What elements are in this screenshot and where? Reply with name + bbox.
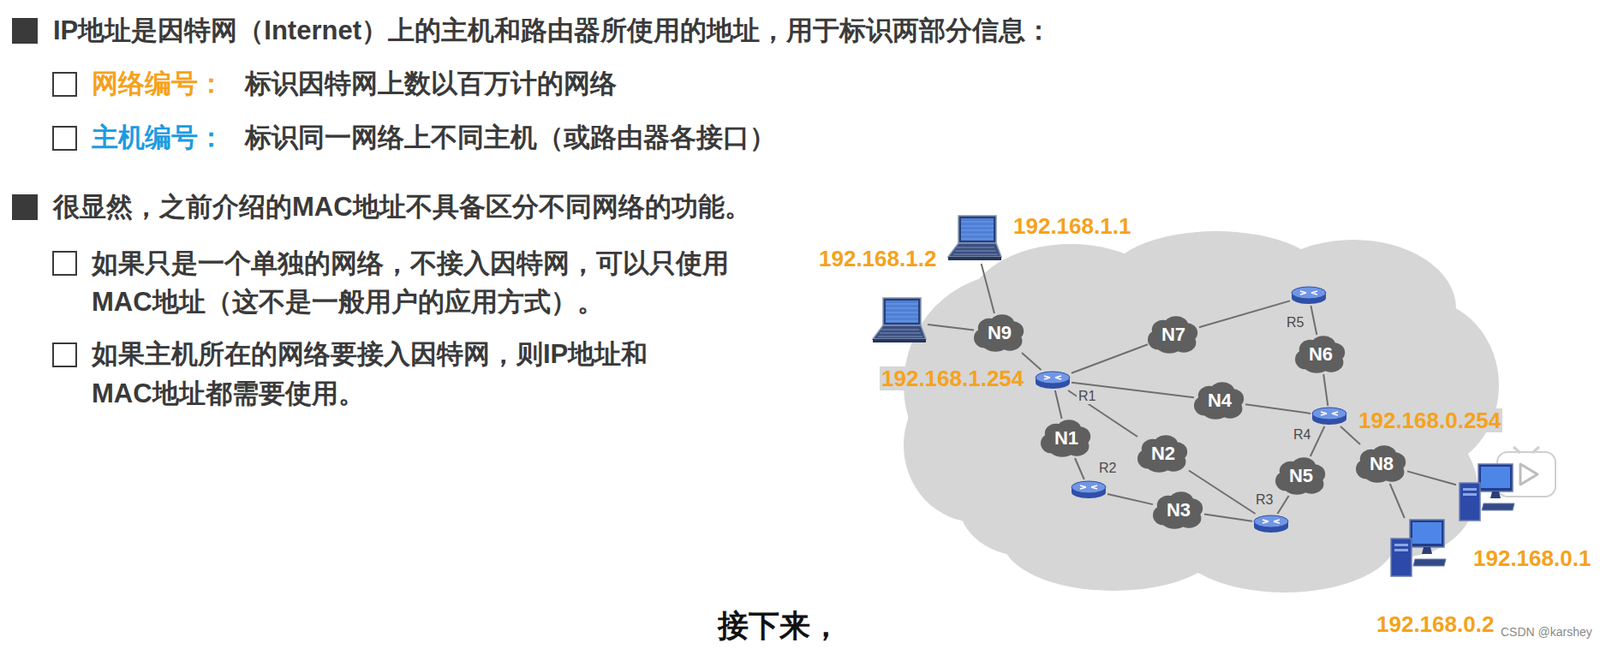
link-line: [1199, 300, 1290, 328]
network-label: N6: [1308, 344, 1333, 365]
router-icon: [1289, 285, 1328, 306]
link-line: [1277, 495, 1290, 514]
heading-text: 很显然，之前介绍的MAC地址不具备区分不同网络的功能。: [53, 190, 752, 225]
link-line: [1204, 513, 1253, 521]
link-line: [981, 263, 995, 314]
link-line: [1055, 390, 1063, 419]
router-name: R4: [1291, 427, 1313, 443]
network-cloud: N8: [1355, 444, 1408, 484]
ip-address: 192.168.0.2: [1374, 612, 1496, 637]
ip-address: 192.168.1.2: [817, 246, 938, 271]
router-name: R2: [1097, 460, 1118, 477]
link-line: [1245, 404, 1311, 414]
term-text: 网络编号：: [91, 66, 225, 102]
network-label: N8: [1369, 453, 1394, 475]
network-label: N2: [1151, 443, 1176, 465]
link-line: [927, 324, 974, 330]
link-line: [1390, 483, 1405, 519]
network-cloud: N7: [1147, 315, 1200, 355]
checkbox-bullet: [52, 125, 78, 151]
laptop-icon: [946, 214, 1003, 264]
term-text: 主机编号：: [91, 120, 225, 156]
checkbox-bullet: [52, 250, 78, 276]
network-label: N4: [1207, 390, 1232, 412]
watermark: CSDN @karshey: [1500, 624, 1593, 640]
network-cloud: N9: [973, 313, 1026, 353]
router-icon: [1069, 479, 1108, 501]
network-cloud: N3: [1152, 490, 1205, 531]
network-label: N7: [1161, 324, 1186, 346]
link-line: [1310, 305, 1317, 335]
desktop-icon: [1387, 518, 1448, 580]
definition-text: 标识因特网上数以百万计的网络: [244, 66, 617, 102]
router-name: R1: [1076, 388, 1098, 405]
host: 192.168.0.1: [1456, 462, 1517, 525]
link-line: [1323, 374, 1328, 406]
definition-text: 标识同一网络上不同主机（或路由器各接口）: [244, 120, 777, 156]
link-line: [1071, 344, 1148, 373]
router: R2: [1069, 479, 1108, 501]
laptop-icon: [871, 296, 928, 347]
square-bullet: [11, 17, 38, 44]
desktop-icon: [1456, 462, 1517, 525]
heading-text: IP地址是因特网（Internet）上的主机和路由器所使用的地址，用于标识两部分…: [53, 13, 1052, 48]
network-label: N1: [1054, 428, 1079, 449]
router-icon: [1252, 513, 1290, 535]
network-cloud: N2: [1137, 434, 1189, 474]
router: 192.168.0.254R4: [1310, 405, 1349, 427]
host: 192.168.1.2: [871, 296, 928, 347]
network-cloud: N5: [1275, 456, 1327, 496]
router: 192.168.1.254R1: [1033, 370, 1072, 391]
router: R5: [1289, 285, 1328, 306]
network-cloud: N1: [1040, 418, 1093, 459]
ip-address: 192.168.1.254: [879, 366, 1026, 391]
square-bullet: [11, 194, 38, 221]
checkbox-bullet: [52, 71, 78, 97]
network-cloud: N4: [1194, 381, 1246, 421]
note-text: 如果只是一个单独的网络，不接入因特网，可以只使用MAC地址（这不是一般用户的应用…: [91, 244, 730, 322]
subtitle: 接下来，: [717, 605, 842, 646]
ip-address: 192.168.0.1: [1471, 546, 1593, 571]
link-line: [1074, 458, 1085, 480]
ip-address: 192.168.1.1: [1011, 214, 1133, 239]
network-label: N3: [1166, 500, 1191, 521]
link-line: [1407, 471, 1457, 485]
ip-address: 192.168.0.254: [1356, 408, 1503, 433]
network-label: N9: [987, 322, 1012, 344]
router-name: R5: [1284, 315, 1306, 331]
network-cloud: N6: [1295, 334, 1347, 375]
router-icon: [1033, 370, 1072, 391]
router-icon: [1310, 405, 1349, 427]
note-text: 如果主机所在的网络要接入因特网，则IP地址和MAC地址都需要使用。: [91, 334, 683, 414]
link-line: [1107, 494, 1153, 505]
checkbox-bullet: [52, 342, 78, 368]
network-label: N5: [1289, 465, 1314, 487]
router-name: R3: [1253, 492, 1275, 508]
router: R3: [1252, 513, 1290, 535]
host: 192.168.1.1: [946, 214, 1003, 264]
host: 192.168.0.2: [1387, 518, 1448, 580]
